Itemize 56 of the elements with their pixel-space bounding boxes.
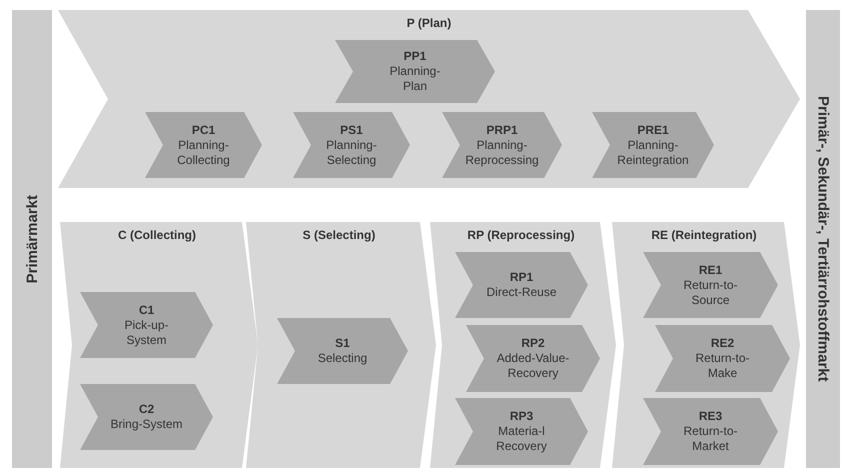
step-name: Return-to-Make: [694, 351, 751, 381]
process-step: [80, 292, 213, 358]
step-name: Return-to-Source: [682, 278, 739, 308]
process-step: [655, 325, 790, 392]
process-step: [643, 398, 778, 465]
step-code: RP1: [510, 270, 534, 285]
step-name: Materia-l Recovery: [495, 424, 548, 454]
step-code: C2: [138, 402, 154, 417]
step-name: Planning-Collecting: [176, 138, 231, 168]
step-code: C1: [138, 302, 154, 318]
step-code: RE2: [710, 336, 734, 351]
process-step: [466, 325, 600, 392]
process-step: [455, 398, 588, 465]
step-code: PP1: [404, 49, 426, 64]
step-name: Added-Value-Recovery: [496, 351, 570, 381]
step-code: PC1: [192, 122, 216, 138]
step-code: RE1: [698, 262, 722, 278]
phase-heading: P (Plan): [406, 16, 452, 30]
phase-panel: [612, 222, 800, 468]
market-label: Primärmarkt: [24, 194, 40, 284]
step-code: PRE1: [637, 122, 669, 138]
process-step: [293, 112, 410, 178]
step-code: RE3: [698, 409, 722, 424]
phase-heading: S (Selecting): [302, 228, 376, 242]
step-name: Planning-Selecting: [325, 138, 378, 168]
step-code: PS1: [340, 122, 363, 138]
step-name: Planning-Plan: [388, 64, 442, 94]
step-name: Bring-System: [110, 417, 183, 432]
process-step: [80, 384, 213, 450]
step-name: Pick-up-System: [123, 318, 170, 348]
phase-panel: [430, 222, 616, 468]
process-step: [145, 112, 262, 178]
phase-panel: [58, 10, 800, 188]
step-code: PRP1: [486, 122, 518, 138]
phase-heading: RP (Reprocessing): [466, 228, 576, 242]
process-step: [592, 112, 714, 178]
market-label: Primär-, Sekundär-, Tertiärrohstoffmarkt: [814, 96, 832, 382]
process-step: [335, 40, 495, 103]
process-step: [643, 252, 778, 318]
market-bar: [806, 10, 840, 468]
phase-panel: [246, 222, 436, 468]
phase-heading: RE (Reintegration): [650, 228, 758, 242]
step-code: RP3: [510, 409, 534, 424]
step-name: Return-to-Market: [682, 424, 739, 454]
phase-panel: [60, 222, 258, 468]
step-name: Selecting: [318, 351, 368, 366]
process-step: [455, 252, 588, 318]
step-code: RP2: [521, 336, 545, 351]
step-name: Direct-Reuse: [486, 285, 557, 300]
process-step: [442, 112, 562, 178]
process-step: [277, 318, 408, 384]
step-name: Planning-Reprocessing: [464, 138, 540, 168]
phase-heading: C (Collecting): [117, 228, 197, 242]
market-bar: [12, 10, 52, 468]
step-code: S1: [335, 336, 350, 351]
step-name: Planning-Reintegration: [616, 138, 690, 168]
